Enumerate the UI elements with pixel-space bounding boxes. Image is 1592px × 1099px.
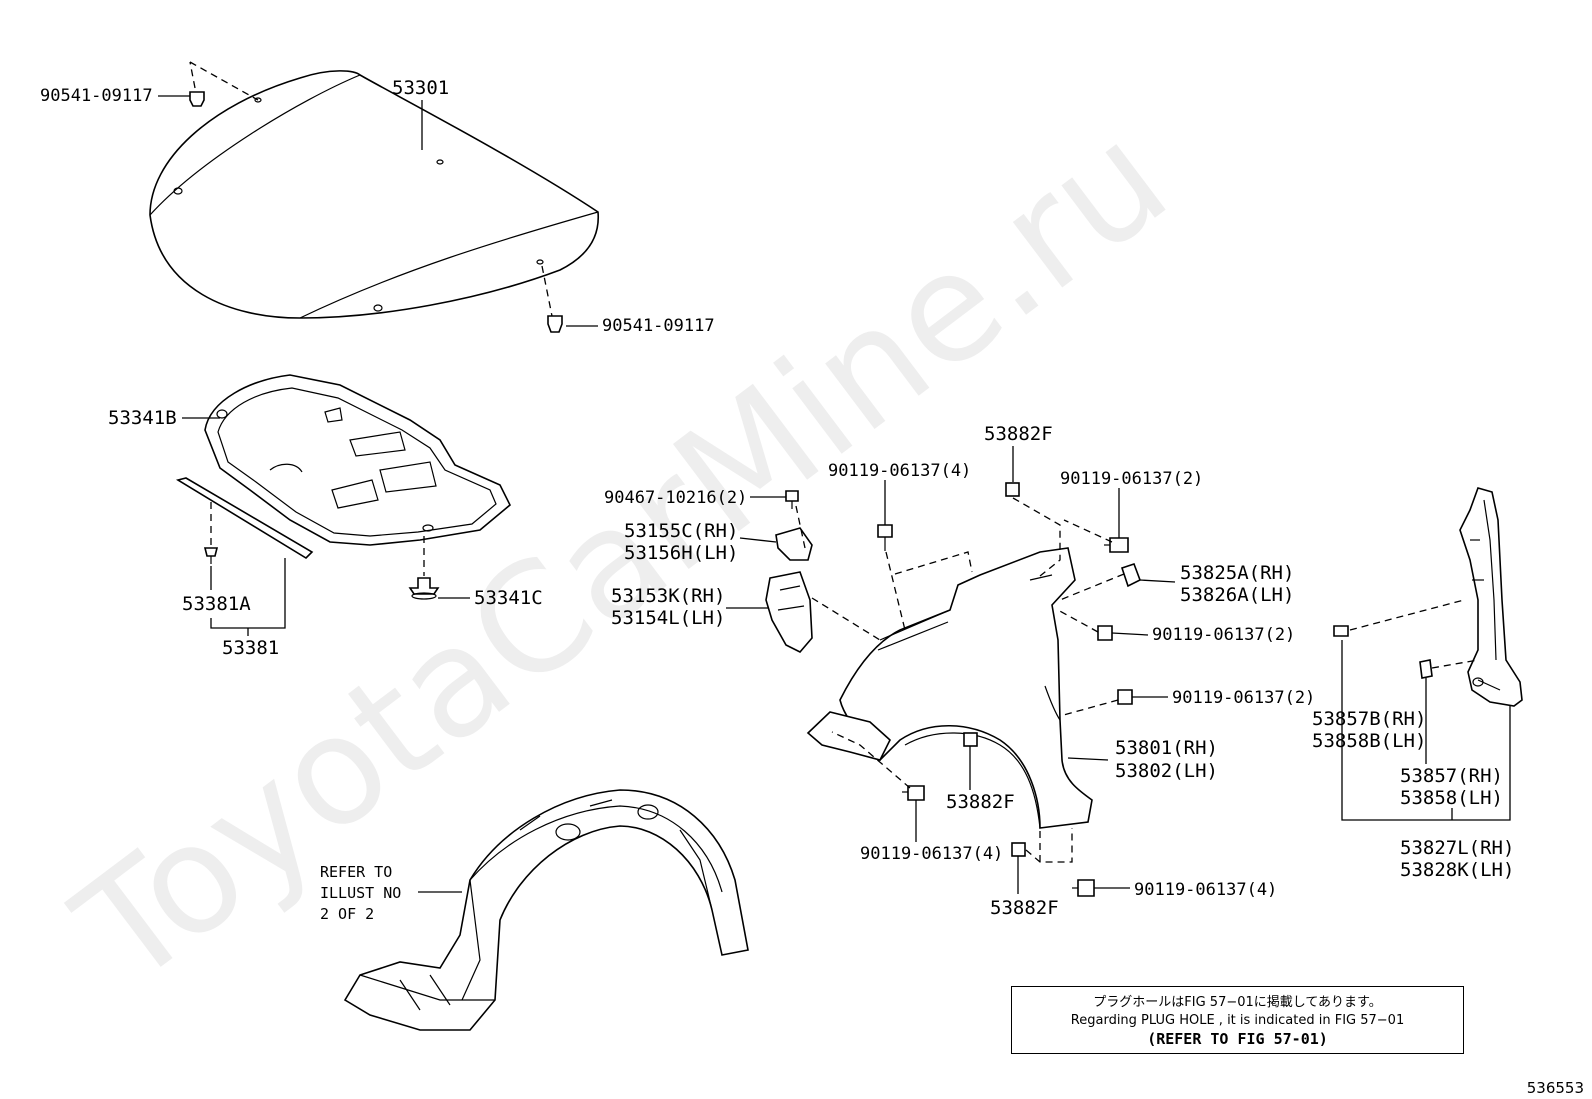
- bolt-4-bottom-icon: [1072, 879, 1095, 897]
- label-bolt-4-bottom: 90119-06137(4): [1134, 880, 1277, 900]
- bolt-2-low-icon: [1117, 689, 1133, 705]
- label-bracket-upper-rh: 53155C(RH): [624, 520, 738, 542]
- label-ref-line1: REFER TO: [320, 863, 392, 881]
- hood-clip-top-icon: [189, 91, 205, 107]
- label-fender-rh: 53801(RH): [1115, 737, 1218, 759]
- bracket-rh-icon: [1120, 562, 1142, 588]
- label-seal-rh: 53857(RH): [1400, 765, 1503, 787]
- seal-clip-icon: [1419, 659, 1433, 679]
- label-hood-clip-top: 90541-09117: [40, 86, 153, 106]
- label-seal-b-lh: 53858B(LH): [1312, 730, 1426, 752]
- label-hood-clip-bottom: 90541-09117: [602, 316, 715, 336]
- label-ref-line2: ILLUST NO: [320, 884, 401, 902]
- label-bolt-2-mid: 90119-06137(2): [1152, 625, 1295, 645]
- label-nut-bottom: 53882F: [990, 897, 1059, 919]
- insulator-clip-icon: [408, 577, 440, 600]
- seal-clip-b-icon: [1333, 625, 1349, 637]
- bracket-lower-part[interactable]: [765, 571, 813, 653]
- label-seal-assy-lh: 53828K(LH): [1400, 859, 1514, 881]
- label-fender-lh: 53802(LH): [1115, 760, 1218, 782]
- note-line-jp: プラグホールはFIG 57−01に掲載してあります。: [1093, 995, 1382, 1010]
- label-seal-assy-rh: 53827L(RH): [1400, 837, 1514, 859]
- label-bracket-lower-rh: 53153K(RH): [611, 585, 725, 607]
- label-bolt-top-left: 90467-10216(2): [604, 488, 747, 508]
- plug-hole-note: プラグホールはFIG 57−01に掲載してあります。 Regarding PLU…: [1011, 986, 1464, 1054]
- fender-seal-part[interactable]: [1459, 487, 1523, 707]
- note-refer: (REFER TO FIG 57-01): [1147, 1030, 1328, 1048]
- insulator-clip-small-icon: [203, 547, 219, 564]
- label-bracket-upper-lh: 53156H(LH): [624, 542, 738, 564]
- label-bolt-4-top: 90119-06137(4): [828, 461, 971, 481]
- nut-mid-icon: [963, 732, 978, 747]
- bracket-upper-part[interactable]: [775, 527, 813, 561]
- label-bolt-4-mid: 90119-06137(4): [860, 844, 1003, 864]
- label-insulator-clip: 53341C: [474, 587, 543, 609]
- nut-bottom-icon: [1011, 842, 1026, 857]
- illustration-number: 536553: [1526, 1079, 1584, 1097]
- label-insulator: 53341B: [108, 407, 177, 429]
- front-fender-part[interactable]: [839, 547, 1093, 829]
- hood-insulator-part[interactable]: [204, 374, 511, 546]
- insulator-seal-part[interactable]: [175, 477, 314, 560]
- hood-clip-bottom-icon: [547, 315, 563, 333]
- bolt-4-top-icon: [877, 524, 893, 551]
- bolt-4-mid-icon: [902, 785, 925, 801]
- label-ref-line3: 2 OF 2: [320, 905, 374, 923]
- bolt-2-mid-icon: [1097, 625, 1113, 641]
- label-bracket-rh: 53825A(RH): [1180, 562, 1294, 584]
- label-insulator-clip-small: 53381A: [182, 593, 251, 615]
- fender-front-flap-part[interactable]: [806, 711, 891, 761]
- label-seal-b-rh: 53857B(RH): [1312, 708, 1426, 730]
- fender-liner-part[interactable]: [343, 789, 749, 1031]
- label-bracket-lh: 53826A(LH): [1180, 584, 1294, 606]
- nut-top-icon: [1005, 482, 1020, 497]
- hood-part[interactable]: [149, 70, 600, 319]
- label-insulator-seal: 53381: [222, 637, 279, 659]
- label-bolt-2-top: 90119-06137(2): [1060, 469, 1203, 489]
- bolt-top-left-icon: [785, 490, 799, 509]
- label-nut-top: 53882F: [984, 423, 1053, 445]
- label-bolt-2-low: 90119-06137(2): [1172, 688, 1315, 708]
- bolt-2-top-icon: [1104, 537, 1129, 553]
- label-hood: 53301: [392, 77, 449, 99]
- note-line-en: Regarding PLUG HOLE , it is indicated in…: [1070, 1013, 1405, 1028]
- label-nut-mid: 53882F: [946, 791, 1015, 813]
- label-seal-lh: 53858(LH): [1400, 787, 1503, 809]
- label-bracket-lower-lh: 53154L(LH): [611, 607, 725, 629]
